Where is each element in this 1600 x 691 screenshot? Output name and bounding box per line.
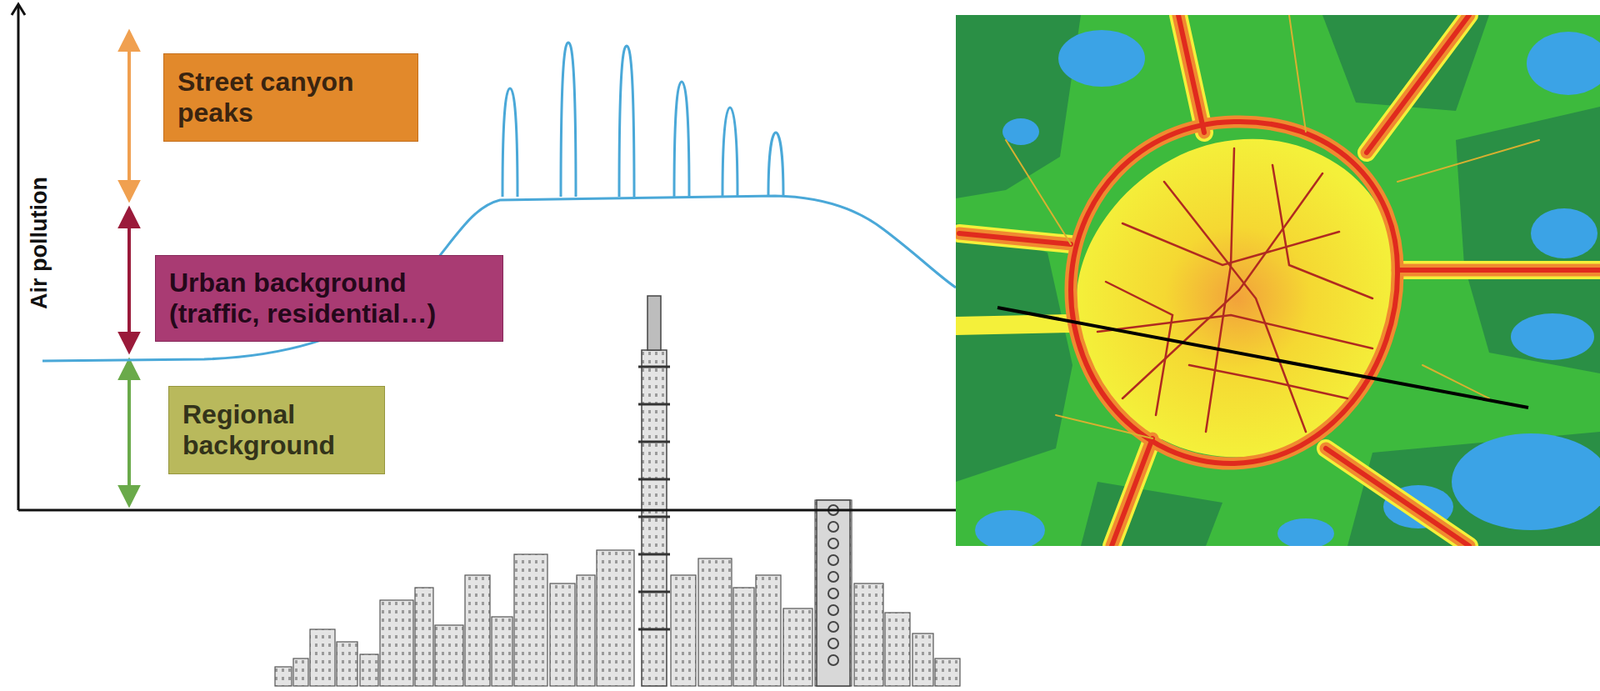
peak <box>674 81 690 197</box>
building-detail <box>828 555 839 565</box>
axis-label: Air pollution <box>26 176 53 310</box>
building <box>885 612 910 686</box>
building <box>435 625 464 686</box>
peak <box>722 107 738 197</box>
building-detail <box>828 655 839 665</box>
building <box>912 633 934 686</box>
building <box>380 600 414 686</box>
pollution-map <box>955 15 1600 546</box>
box-label: Urban background (traffic, residential…) <box>169 267 470 330</box>
building <box>336 641 358 686</box>
tower-band <box>638 553 670 556</box>
building <box>596 550 635 686</box>
peak <box>619 45 635 197</box>
regional-background-box: Regional background <box>168 385 385 475</box>
building <box>465 575 490 686</box>
building-detail <box>828 538 839 549</box>
building-detail <box>828 588 839 599</box>
building <box>698 558 732 686</box>
range-arrow <box>127 361 131 504</box>
building-detail <box>828 621 839 632</box>
building <box>935 658 960 686</box>
building <box>576 575 595 686</box>
range-arrow <box>127 33 131 199</box>
pollution-curve <box>42 195 956 361</box>
street-canyon-box: Street canyon peaks <box>163 53 419 142</box>
building <box>293 658 309 686</box>
building <box>310 629 335 686</box>
tower-band <box>638 478 670 481</box>
building-detail <box>828 605 839 615</box>
building <box>415 587 434 686</box>
peak <box>768 132 784 197</box>
tower-band <box>638 628 670 631</box>
building <box>514 554 548 686</box>
building <box>360 654 379 686</box>
building <box>491 616 513 686</box>
peak <box>502 88 518 197</box>
building <box>783 608 813 686</box>
urban-background-box: Urban background (traffic, residential…) <box>155 255 504 342</box>
building <box>670 575 696 686</box>
building <box>816 500 850 686</box>
box-label: Street canyon peaks <box>177 66 386 129</box>
y-axis-head <box>11 4 25 15</box>
range-arrow <box>127 210 131 350</box>
tower-band <box>638 440 670 444</box>
tower-spire <box>647 295 661 350</box>
building-detail <box>828 638 839 649</box>
box-label: Regional background <box>182 399 366 461</box>
tower-band <box>638 590 670 594</box>
building <box>275 666 292 686</box>
tower-band <box>638 365 670 369</box>
x-axis <box>18 509 956 512</box>
building-detail <box>828 521 839 532</box>
tower-band <box>638 515 670 519</box>
peak <box>560 42 576 197</box>
transect-line <box>997 307 1529 408</box>
building <box>815 500 852 686</box>
street-peaks <box>502 42 784 197</box>
y-axis <box>17 5 20 510</box>
tower-band <box>638 403 670 406</box>
building-detail <box>828 571 839 582</box>
building <box>755 575 781 686</box>
building <box>854 583 884 686</box>
building <box>550 583 575 686</box>
building <box>733 587 755 686</box>
